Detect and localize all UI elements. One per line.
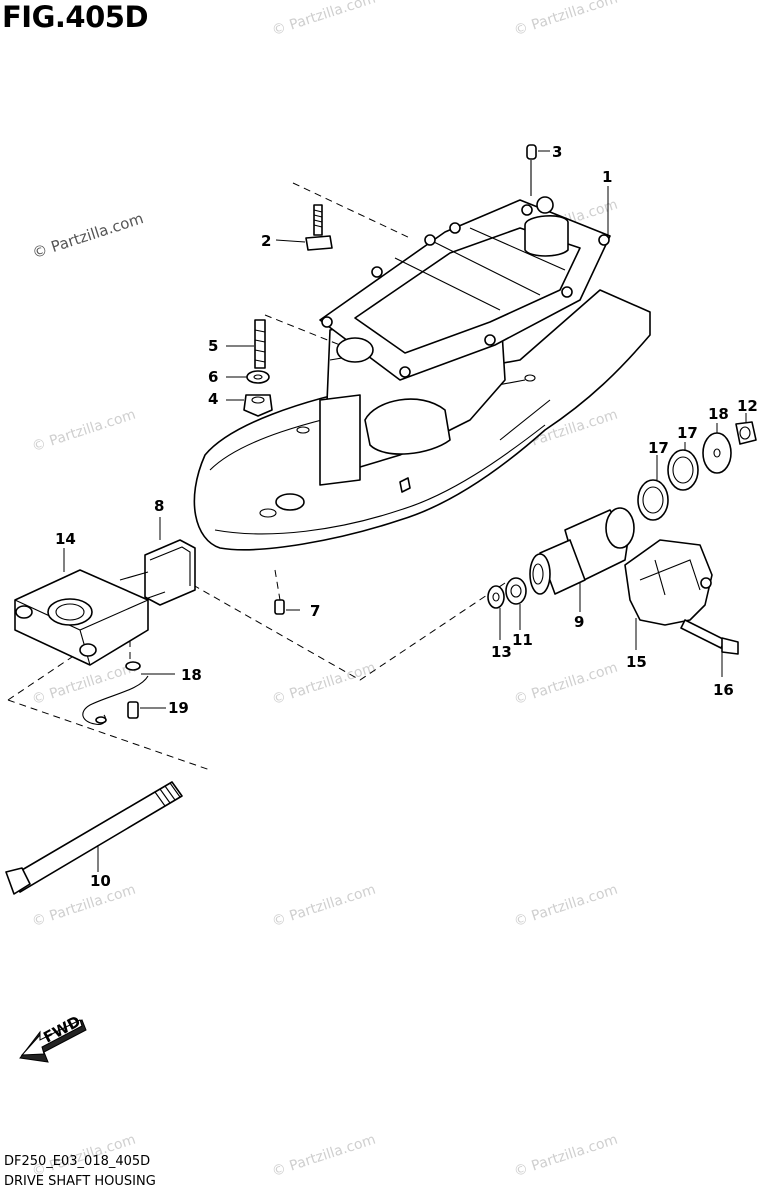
part-8-mount-rubber	[119, 517, 196, 606]
callout-9: 9	[574, 613, 584, 631]
callout-6: 6	[208, 368, 218, 386]
part-13-washer	[487, 585, 505, 640]
part-4-nut	[226, 394, 273, 417]
diagram-caption: DRIVE SHAFT HOUSING	[4, 1174, 156, 1189]
ground-wire	[82, 675, 149, 725]
callout-11: 11	[512, 631, 533, 649]
callout-2: 2	[261, 232, 271, 250]
callouts: 3 1 2 5 6 4 8 14 7 18 19 10 13 11 9 15 1…	[55, 143, 757, 890]
callout-13: 13	[491, 643, 512, 661]
callout-10: 10	[90, 872, 111, 890]
callout-17: 17	[677, 424, 698, 442]
part-15-bracket	[624, 539, 713, 650]
callout-12: 12	[737, 397, 757, 415]
callout-1: 1	[602, 168, 612, 186]
part-19-screw	[125, 661, 175, 675]
part-2-bolt	[275, 204, 333, 251]
callout-8: 8	[154, 497, 164, 515]
part-6-washer	[226, 370, 270, 384]
callout-7: 7	[310, 602, 320, 620]
part-17-ring	[667, 442, 699, 491]
callout-15: 15	[626, 653, 647, 671]
part-12-nut	[735, 413, 757, 445]
part-11-washer	[505, 577, 527, 630]
callout-20: 19	[168, 699, 189, 717]
callout-5: 5	[208, 337, 218, 355]
part-3-dowel-pin	[526, 144, 550, 196]
part-18-washer	[702, 423, 732, 474]
part-9-damper	[529, 507, 635, 612]
fwd-arrow: FWD	[19, 1012, 87, 1063]
drive-shaft-housing	[193, 196, 651, 551]
callout-4: 4	[208, 390, 218, 408]
callout-16: 16	[713, 681, 734, 699]
part-5-stud	[226, 319, 266, 369]
part-7-bolt	[274, 599, 300, 615]
callout-14: 14	[55, 530, 76, 548]
callout-19: 18	[181, 666, 202, 684]
model-code: DF250_E03_018_405D	[4, 1154, 151, 1169]
part-17-ring	[637, 455, 669, 521]
part-20-bolt	[127, 701, 166, 719]
part-10-long-bolt	[5, 781, 183, 895]
callout-18: 18	[708, 405, 729, 423]
callout-3: 3	[552, 143, 562, 161]
figure-title: FIG.405D	[2, 0, 149, 34]
part-14-mount-bracket	[14, 548, 149, 666]
part-16-bolt	[680, 619, 739, 677]
callout-17: 17	[648, 439, 669, 457]
